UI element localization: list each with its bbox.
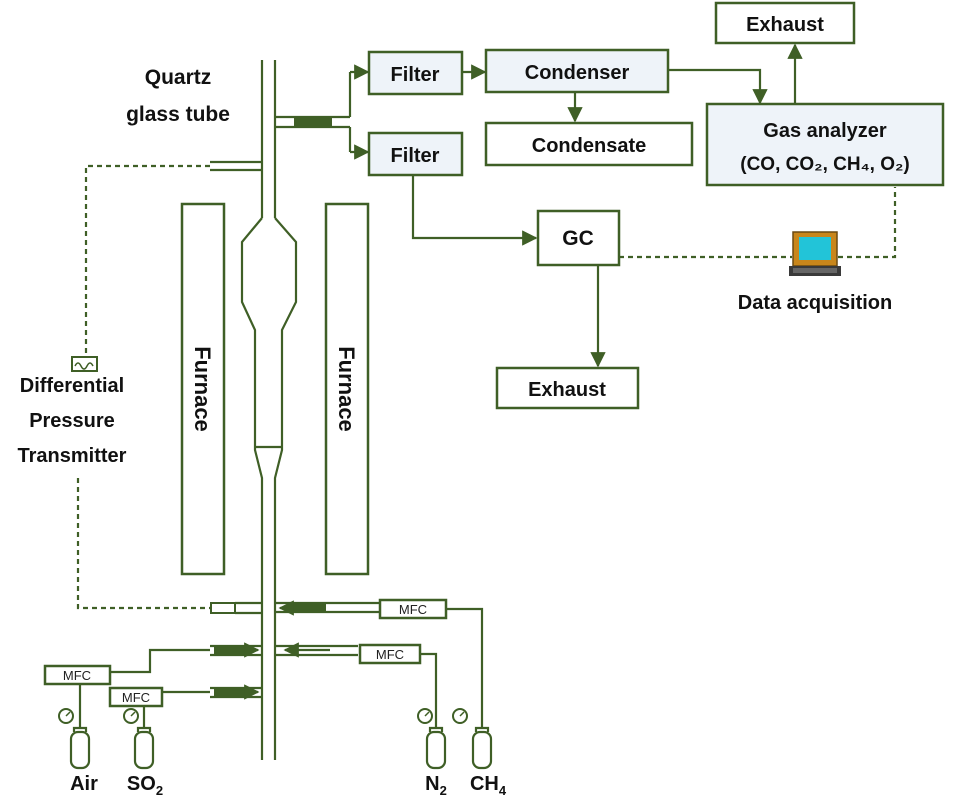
mfc-ch4-label: MFC — [399, 602, 427, 617]
mfc-so2-label: MFC — [122, 690, 150, 705]
gas-label-ch4: CH4 — [470, 773, 507, 798]
computer-icon — [789, 231, 841, 276]
filter-top-label: Filter — [391, 64, 440, 86]
furnace-left-label: Furnace — [190, 346, 215, 432]
condenser-label: Condenser — [525, 62, 630, 84]
dpt-label-line1: Differential — [20, 375, 124, 397]
gas-cylinder-n2 — [417, 708, 447, 770]
gc-box — [536, 209, 621, 267]
gas-analyzer-box — [705, 102, 945, 187]
flow-arrow-to-gc — [411, 175, 538, 246]
exhaust-bottom-label: Exhaust — [528, 379, 606, 401]
exhaust-top-label: Exhaust — [746, 14, 824, 36]
gas-label-so2: SO2 — [127, 773, 163, 798]
filter-bottom-box — [367, 131, 464, 177]
signal-line-pressure-bottom — [76, 478, 210, 610]
data-acquisition-label: Data acquisition — [738, 292, 892, 314]
gas-analyzer-species: (CO, CO₂, CH₄, O₂) — [740, 154, 910, 175]
gc-label: GC — [562, 227, 594, 250]
furnace-right — [324, 202, 370, 576]
gas-analyzer-label: Gas analyzer — [763, 120, 887, 142]
condenser-box — [484, 48, 670, 94]
condensate-box — [484, 121, 694, 167]
pressure-transmitter-icon — [71, 356, 98, 372]
condensate-label: Condensate — [532, 135, 646, 157]
mfc-n2-label: MFC — [376, 647, 404, 662]
dpt-label-line3: Transmitter — [18, 445, 127, 467]
mfc-air-label: MFC — [63, 668, 91, 683]
filter-top-box — [367, 50, 464, 96]
gas-cylinder-so2 — [123, 708, 155, 770]
flow-arrow-to-gas-analyzer — [668, 68, 768, 105]
dpt-label-line2: Pressure — [29, 410, 115, 432]
signal-line-pressure-top — [84, 164, 210, 358]
exhaust-top-box — [714, 1, 856, 45]
filter-bottom-label: Filter — [391, 145, 440, 167]
gas-label-air: Air — [70, 773, 98, 795]
signal-line-gas-analyzer — [838, 187, 897, 259]
gas-cylinder-ch4 — [452, 708, 493, 770]
furnace-right-label: Furnace — [334, 346, 359, 432]
quartz-label-line2: glass tube — [126, 103, 230, 126]
gas-cylinder-air — [58, 708, 91, 770]
quartz-label-line1: Quartz — [145, 66, 212, 89]
gas-label-n2: N2 — [425, 773, 447, 798]
exhaust-bottom-box — [495, 366, 640, 410]
mfc-air — [43, 664, 112, 686]
mfc-so2 — [108, 686, 164, 708]
quartz-glass-tube — [210, 60, 350, 760]
furnace-left — [180, 202, 226, 576]
